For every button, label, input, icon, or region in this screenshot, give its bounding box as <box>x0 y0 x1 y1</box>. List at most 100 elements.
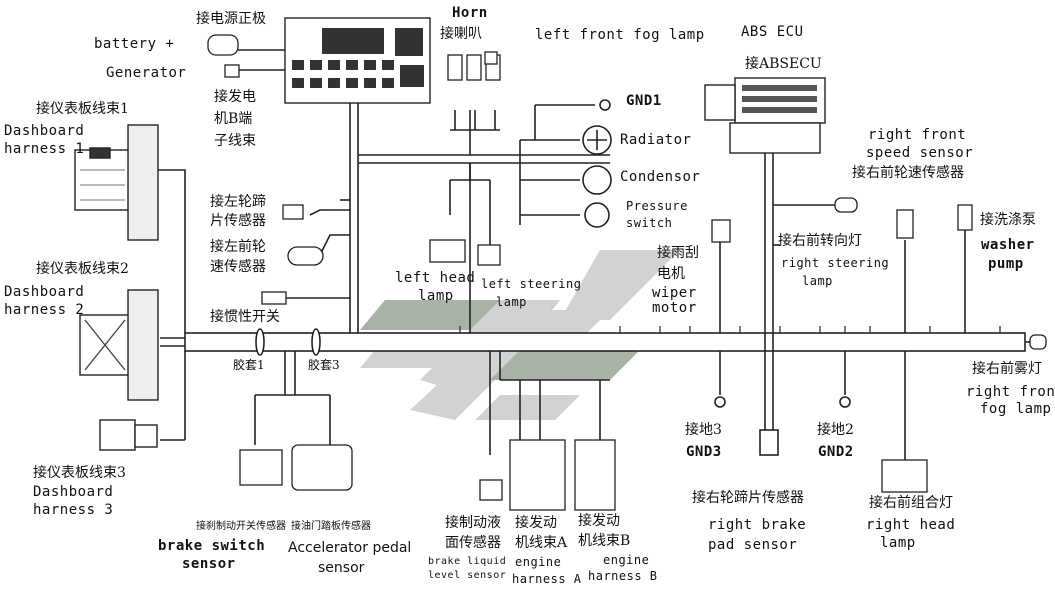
pressure-label-2: switch <box>626 216 673 230</box>
right-head-lamp-connector <box>881 459 928 493</box>
right-head-label-cn: 接右前组合灯 <box>869 495 953 511</box>
brake-liquid-label-cn-2: 面传感器 <box>445 535 501 551</box>
engine-b-label-cn-2: 机线束B <box>578 533 631 549</box>
abs-label-en: ABS ECU <box>741 24 804 40</box>
fuse-box <box>284 17 431 104</box>
dashboard-connector-3 <box>99 419 158 451</box>
horn-label-en: Horn <box>452 5 488 21</box>
right-steering-label-cn: 接右前转向灯 <box>778 233 862 249</box>
right-fog-label-en-1: right front <box>966 384 1055 400</box>
left-pad-label-cn-2: 片传感器 <box>210 213 266 229</box>
brake-liquid-label-en-2: level sensor <box>428 570 507 581</box>
right-steering-label-en-2: lamp <box>802 274 833 288</box>
right-speed-label-en-2: speed sensor <box>866 145 974 161</box>
generator-label-cn-1: 接发电 <box>214 89 256 105</box>
washer-connector <box>957 204 973 231</box>
battery-terminal <box>207 34 239 56</box>
left-head-label-1: left head <box>395 270 476 286</box>
wiper-label-cn-2: 电机 <box>657 266 685 282</box>
washer-label-cn: 接洗涤泵 <box>980 212 1036 228</box>
engine-b-label-en-1: engine <box>603 553 650 567</box>
wiper-label-cn-1: 接雨刮 <box>657 245 699 261</box>
brake-switch-label-en-2: sensor <box>182 556 236 572</box>
dash3-label-en-2: harness 3 <box>33 502 114 518</box>
horn-connector-1 <box>447 54 463 81</box>
right-speed-label-cn: 接右前轮速传感器 <box>852 165 964 181</box>
dash1-label-cn: 接仪表板线束1 <box>36 101 129 117</box>
right-speed-connector <box>834 197 858 213</box>
inertia-switch-connector <box>261 291 287 305</box>
right-fog-label-en-2: fog lamp <box>980 401 1052 417</box>
accel-pedal-connector <box>291 444 353 491</box>
sleeve3-label: 胶套3 <box>308 358 340 372</box>
generator-terminal <box>224 64 240 78</box>
engine-a-label-cn-1: 接发动 <box>515 515 557 531</box>
right-pad-label-en-2: pad sensor <box>708 537 798 553</box>
left-steering-connector <box>477 244 501 266</box>
right-head-label-en-1: right head <box>866 517 956 533</box>
wiper-connector <box>711 219 731 243</box>
right-fog-connector <box>1029 334 1047 350</box>
sleeve1-label: 胶套1 <box>233 358 265 372</box>
washer-label-en-2: pump <box>988 256 1024 272</box>
brake-liquid-label-en-1: brake liquid <box>428 556 507 567</box>
left-fog-label: left front fog lamp <box>535 27 705 43</box>
abs-label-cn: 接ABSECU <box>745 56 822 72</box>
engine-b-label-en-2: harness B <box>588 569 658 583</box>
generator-label-cn-2: 机B端 <box>214 111 253 127</box>
engine-harness-b-connector <box>574 439 616 511</box>
wiper-label-en-1: wiper <box>652 285 697 301</box>
left-steering-label-2: lamp <box>496 295 527 309</box>
right-pad-label-cn: 接右轮蹄片传感器 <box>692 490 804 506</box>
left-head-label-2: lamp <box>418 288 454 304</box>
radiator-label: Radiator <box>620 132 692 148</box>
dash2-label-en-1: Dashboard <box>4 284 85 300</box>
left-speed-label-cn-1: 接左前轮 <box>210 239 266 255</box>
engine-a-label-en-1: engine <box>515 555 562 569</box>
left-head-lamp-connector <box>429 239 466 263</box>
inertia-label-cn: 接惯性开关 <box>210 309 280 325</box>
condensor-label: Condensor <box>620 169 701 185</box>
right-speed-label-en-1: right front <box>868 127 967 143</box>
gnd3-label-cn: 接地3 <box>685 422 722 438</box>
left-speed-connector <box>287 246 324 266</box>
engine-a-label-en-2: harness A <box>512 572 582 586</box>
horn-connector-2 <box>466 54 482 81</box>
brake-switch-label-cn: 接刹制动开关传感器 <box>196 521 286 532</box>
gnd2-label-cn: 接地2 <box>817 422 854 438</box>
brake-liquid-connector <box>479 479 503 501</box>
gnd3-label-en: GND3 <box>686 444 722 460</box>
dash3-label-cn: 接仪表板线束3 <box>33 465 126 481</box>
left-pad-label-cn-1: 接左轮蹄 <box>210 194 266 210</box>
gnd2-label-en: GND2 <box>818 444 854 460</box>
brake-liquid-label-cn-1: 接制动液 <box>445 515 501 531</box>
dash1-label-en-1: Dashboard <box>4 123 85 139</box>
horn-label-cn: 接喇叭 <box>440 26 482 42</box>
right-head-label-en-2: lamp <box>880 535 916 551</box>
right-steering-connector <box>896 209 914 239</box>
left-speed-label-cn-2: 速传感器 <box>210 259 266 275</box>
accel-label-en-1: Accelerator pedal <box>288 540 412 556</box>
abs-ecu-connector <box>704 77 826 154</box>
engine-a-label-cn-2: 机线束A <box>515 535 568 551</box>
wiper-label-en-2: motor <box>652 300 697 316</box>
brake-switch-connector <box>239 449 283 486</box>
right-fog-label-cn: 接右前雾灯 <box>972 361 1042 377</box>
engine-harness-a-connector <box>509 439 566 511</box>
left-steering-label-1: left steering <box>481 277 582 291</box>
gnd1-label: GND1 <box>626 93 662 109</box>
left-fog-connector <box>484 51 498 65</box>
engine-b-label-cn-1: 接发动 <box>578 513 620 529</box>
dashboard-connector-2 <box>79 289 159 401</box>
left-pad-connector <box>282 204 304 220</box>
generator-label-en: Generator <box>106 65 187 81</box>
battery-label-en: battery + <box>94 36 175 52</box>
generator-label-cn-3: 子线束 <box>214 133 256 149</box>
battery-label-cn: 接电源正极 <box>196 11 266 27</box>
dashboard-connector-1 <box>74 124 159 241</box>
right-pad-label-en-1: right brake <box>708 517 807 533</box>
right-steering-label-en-1: right steering <box>781 256 890 270</box>
dash2-label-cn: 接仪表板线束2 <box>36 261 129 277</box>
